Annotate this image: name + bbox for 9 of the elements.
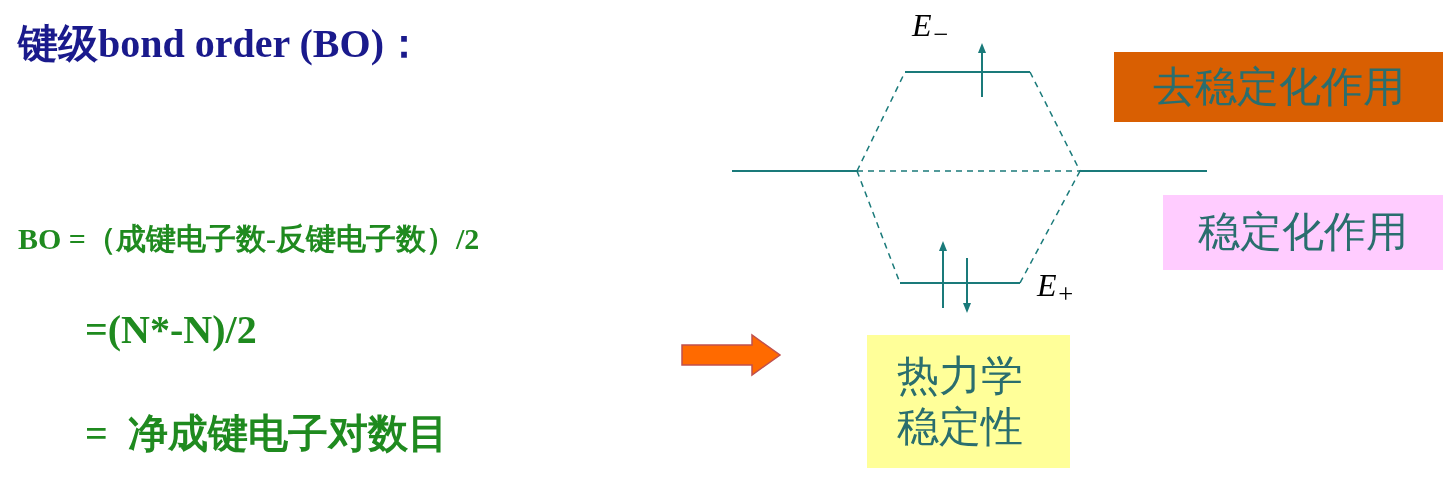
formula: =(N*-N)/2 xyxy=(85,308,257,352)
label-box: 稳定化作用 xyxy=(1163,195,1443,270)
label-box: 热力学稳定性 xyxy=(867,335,1070,468)
label-box: 去稳定化作用 xyxy=(1114,52,1443,122)
formula: BO =（成键电子数-反键电子数）/2 xyxy=(18,222,480,255)
energy-label: E$_{−}$ xyxy=(912,8,950,50)
title: 键级bond order (BO)： xyxy=(18,22,424,66)
formula: = 净成键电子对数目 xyxy=(85,412,448,456)
energy-label: E$_{+}$ xyxy=(1037,268,1075,310)
